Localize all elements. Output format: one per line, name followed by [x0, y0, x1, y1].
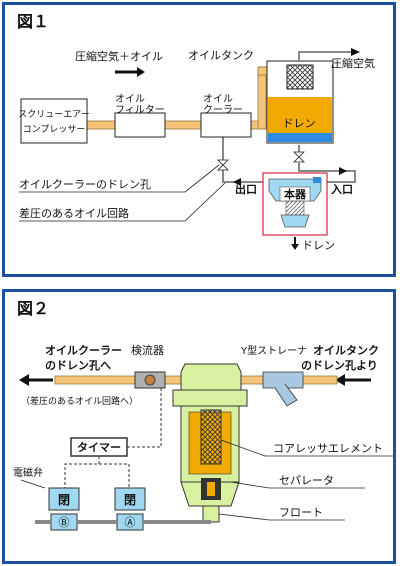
unit-label: 本器 — [284, 187, 307, 201]
air-out-label: 圧縮空気 — [331, 56, 375, 70]
air-out-arrow — [351, 48, 360, 56]
valve-b-id: Ⓑ — [59, 516, 70, 529]
drain-out-label: ドレン — [302, 239, 335, 252]
separator-label: セパレータ — [279, 474, 334, 487]
unit-bowl — [280, 214, 310, 228]
flow-arrow-head — [137, 67, 145, 77]
oil-filter-box — [114, 112, 166, 138]
timer-signal-lines — [64, 388, 162, 488]
outlet-flow-arrow — [233, 178, 241, 186]
housing-flange — [172, 389, 248, 407]
return-pipes — [222, 135, 356, 183]
right-flow-arrow-head — [335, 374, 345, 386]
valve-b-body — [48, 487, 80, 511]
sight-glass-label: 検流器 — [131, 343, 164, 357]
compressor-line-2: コンプレッサー — [23, 124, 86, 135]
element-leader — [220, 439, 393, 457]
unit-element — [285, 200, 305, 216]
timer-label: タイマー — [77, 441, 121, 454]
strainer-body — [262, 371, 304, 389]
coalescer-element — [200, 409, 222, 465]
figure-1-diagram: 図１ 圧縮空気＋オイル オイルタンク スクリューエアー コンプレッサー オイル … — [17, 12, 375, 252]
compressor-line-1: スクリューエアー — [18, 109, 89, 120]
cooler-line-2: クーラー — [203, 104, 243, 116]
oil-tank-drain-water — [268, 133, 332, 142]
right-heading-line-1: オイルタンク — [313, 344, 379, 357]
left-heading-line-2: のドレン孔へ — [45, 359, 111, 372]
right-heading-line-2: のドレン孔より — [301, 359, 378, 372]
housing-head — [180, 363, 242, 391]
oil-cooler-box — [200, 112, 252, 138]
drain-out-arrow — [291, 244, 299, 250]
unit-inlet-port — [313, 177, 321, 183]
drain-port — [202, 505, 220, 523]
valve-a-body — [114, 487, 146, 511]
callout-drain-hole-leader — [19, 164, 220, 193]
unit-highlight-box — [262, 172, 328, 236]
left-heading-line-1: オイルクーラー — [45, 344, 122, 357]
inlet-label: 入口 — [331, 183, 353, 196]
cooler-line-1: オイル — [203, 93, 233, 105]
valve-a-id: Ⓐ — [125, 516, 136, 529]
left-flow-arrow-head — [19, 374, 29, 386]
figure-1-title: 図１ — [17, 12, 49, 31]
tank-separator-element — [286, 64, 314, 90]
valve-b-state: 閉 — [58, 493, 70, 507]
sight-glass-window — [144, 374, 156, 386]
air-out-pipe — [298, 51, 351, 61]
float-core — [207, 482, 215, 496]
float-leader — [218, 513, 345, 521]
tank-drain-label: ドレン — [283, 117, 316, 130]
inlet-flow-arrow — [339, 167, 347, 175]
figure-1-panel: 図１ 圧縮空気＋オイル オイルタンク スクリューエアー コンプレッサー オイル … — [2, 2, 396, 277]
float-label: フロート — [279, 506, 323, 519]
filter-line-1: オイル — [115, 93, 145, 105]
left-note: （差圧のあるオイル回路へ） — [21, 395, 138, 407]
figure-2-diagram: 図２ オイルクーラー のドレン孔へ （差圧のあるオイル回路へ） オイルタンク の… — [13, 299, 393, 531]
strainer-leg — [274, 383, 298, 407]
cooler-drain-valve — [217, 159, 229, 171]
callout-drain-hole: オイルクーラーのドレン孔 — [19, 178, 151, 191]
compressor-box — [20, 98, 88, 144]
solenoid-label: 電磁弁 — [13, 466, 43, 479]
callout-pressure-circuit: 差圧のあるオイル回路 — [19, 206, 129, 220]
callout-pressure-circuit-leader — [19, 182, 226, 222]
separator-leader — [230, 481, 365, 489]
oil-tank-oil — [268, 97, 332, 133]
outlet-label: 出口 — [235, 182, 257, 196]
oil-tank-label: オイルタンク — [188, 49, 254, 62]
tank-drain-valve — [293, 151, 305, 163]
element-label: コアレッサエレメント — [273, 442, 383, 455]
top-flow-label: 圧縮空気＋オイル — [75, 49, 163, 63]
strainer-label: Y型ストレーナ — [240, 344, 307, 357]
filter-line-2: フィルター — [115, 104, 165, 116]
figure-2-panel: 図２ オイルクーラー のドレン孔へ （差圧のあるオイル回路へ） オイルタンク の… — [2, 289, 396, 564]
solenoid-leader — [20, 479, 46, 489]
valve-a-state: 閉 — [124, 493, 136, 507]
figure-2-title: 図２ — [17, 299, 49, 318]
